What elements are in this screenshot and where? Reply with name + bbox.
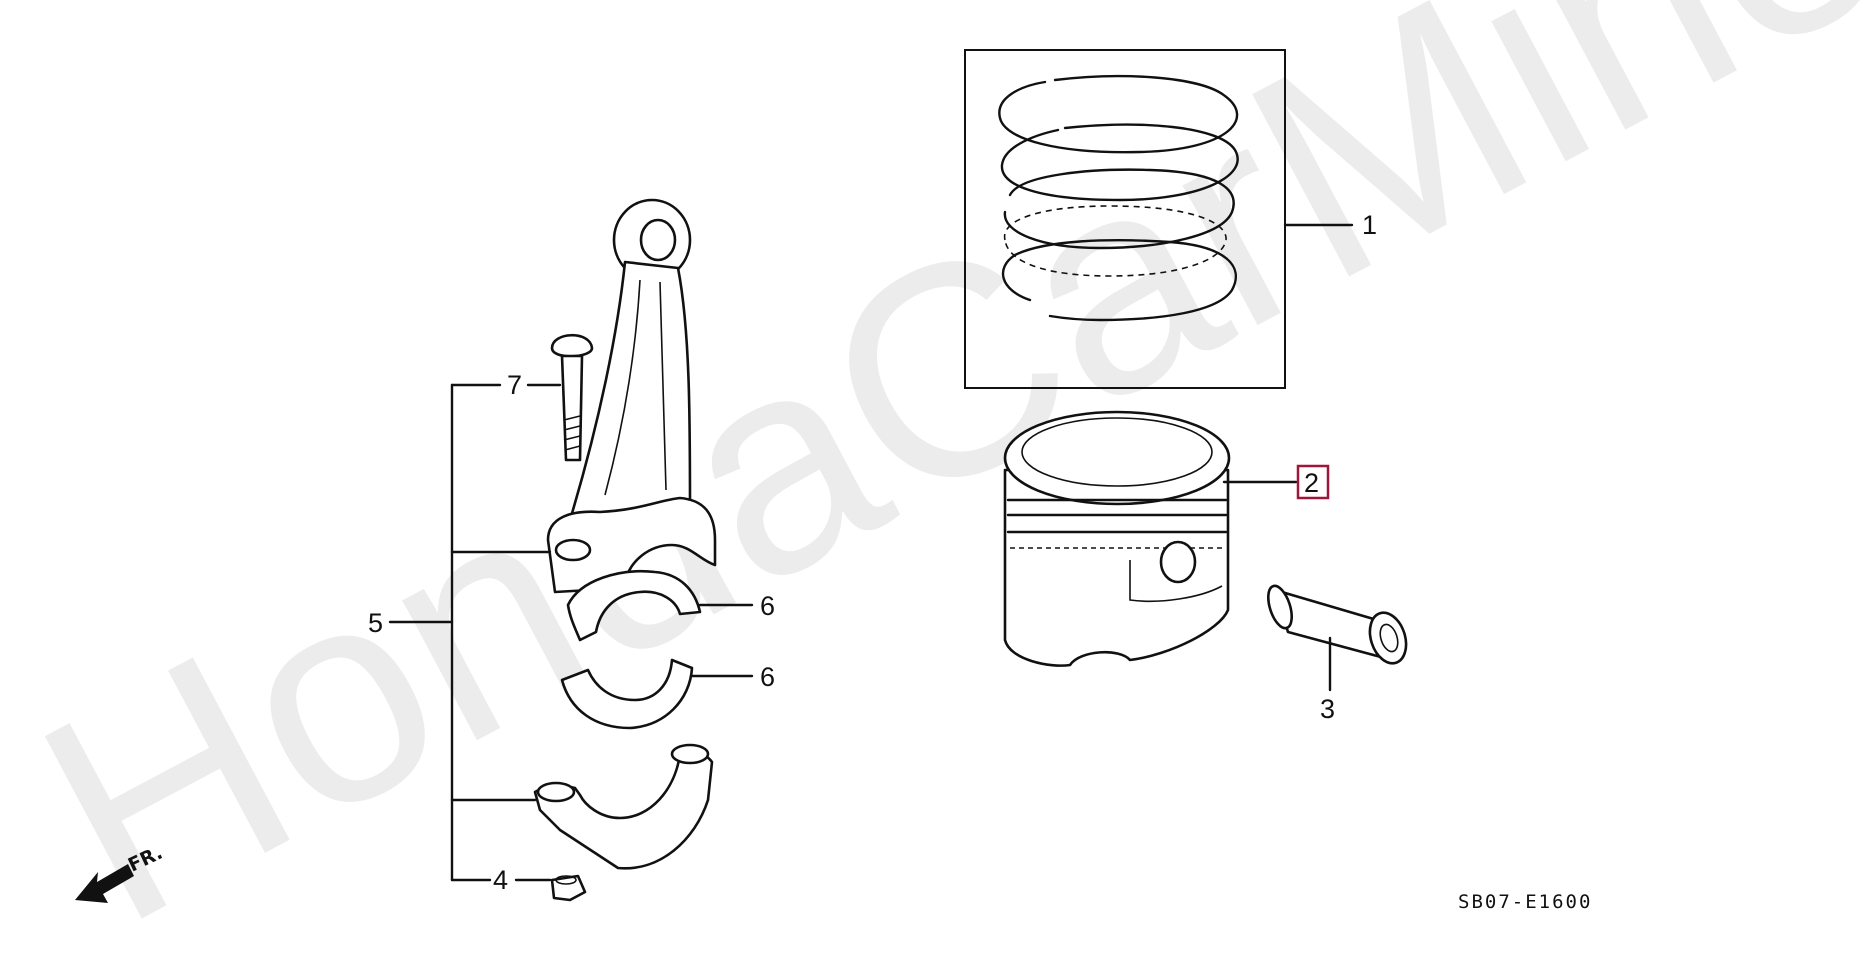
piston-crown-inner xyxy=(1021,417,1213,487)
callout-4: 4 xyxy=(493,865,508,895)
rod-bolt[interactable] xyxy=(550,334,594,462)
front-direction-arrow-icon xyxy=(75,864,134,903)
connecting-rod[interactable] xyxy=(546,198,717,594)
callout-5: 5 xyxy=(368,608,383,638)
rod-big-end xyxy=(546,496,717,594)
callout-2-highlight[interactable] xyxy=(1296,464,1330,500)
piston-ring-set-frame xyxy=(964,49,1286,389)
ring-expander xyxy=(1003,205,1227,277)
rod-bearing-upper[interactable]: 6 xyxy=(566,570,775,642)
ring-oil-rail-lower xyxy=(1001,239,1238,322)
rod-cap-boss-right xyxy=(670,743,710,765)
ring-second xyxy=(1000,123,1239,202)
callout-bracket-5: 7 5 4 xyxy=(368,370,562,895)
callout-6a: 6 xyxy=(760,591,775,621)
piston-boss-edge xyxy=(1129,560,1223,603)
piston[interactable]: 2 xyxy=(1003,410,1330,667)
rod-bolt-boss xyxy=(554,538,592,562)
rod-bolt-thread xyxy=(563,415,581,451)
bearing-upper-shell xyxy=(566,570,702,642)
callout-6b: 6 xyxy=(760,662,775,692)
piston-pin[interactable]: 3 xyxy=(1264,583,1413,724)
callout-3: 3 xyxy=(1320,694,1335,724)
bearing-lower-shell xyxy=(560,658,694,730)
rod-bearing-lower[interactable]: 6 xyxy=(560,658,775,730)
callout-1: 1 xyxy=(1362,210,1377,240)
rod-small-end-bore xyxy=(639,218,677,262)
diagram-code: SB07-E1600 xyxy=(1458,891,1592,913)
ring-top xyxy=(998,74,1239,154)
rod-beam-channel xyxy=(604,279,667,496)
rod-cap[interactable] xyxy=(533,743,714,870)
piston-pin-boss xyxy=(1159,540,1197,584)
callout-2: 2 xyxy=(1304,468,1319,498)
rod-nut-body xyxy=(550,874,587,902)
rod-cap-body xyxy=(533,750,714,870)
piston-ring-set[interactable]: 1 xyxy=(964,49,1377,389)
callout-7: 7 xyxy=(507,370,522,400)
piston-crown xyxy=(1003,410,1231,506)
piston-pin-bore xyxy=(1379,623,1399,653)
piston-pin-end-near xyxy=(1368,611,1408,665)
rod-nut-top xyxy=(555,875,577,885)
rod-bolt-shank xyxy=(560,354,584,462)
piston-skirt xyxy=(1003,468,1230,667)
rod-cap-boss xyxy=(536,781,576,803)
rod-nut[interactable] xyxy=(550,874,587,902)
rod-bolt-head xyxy=(550,334,594,358)
piston-pin-end-far xyxy=(1267,584,1293,630)
